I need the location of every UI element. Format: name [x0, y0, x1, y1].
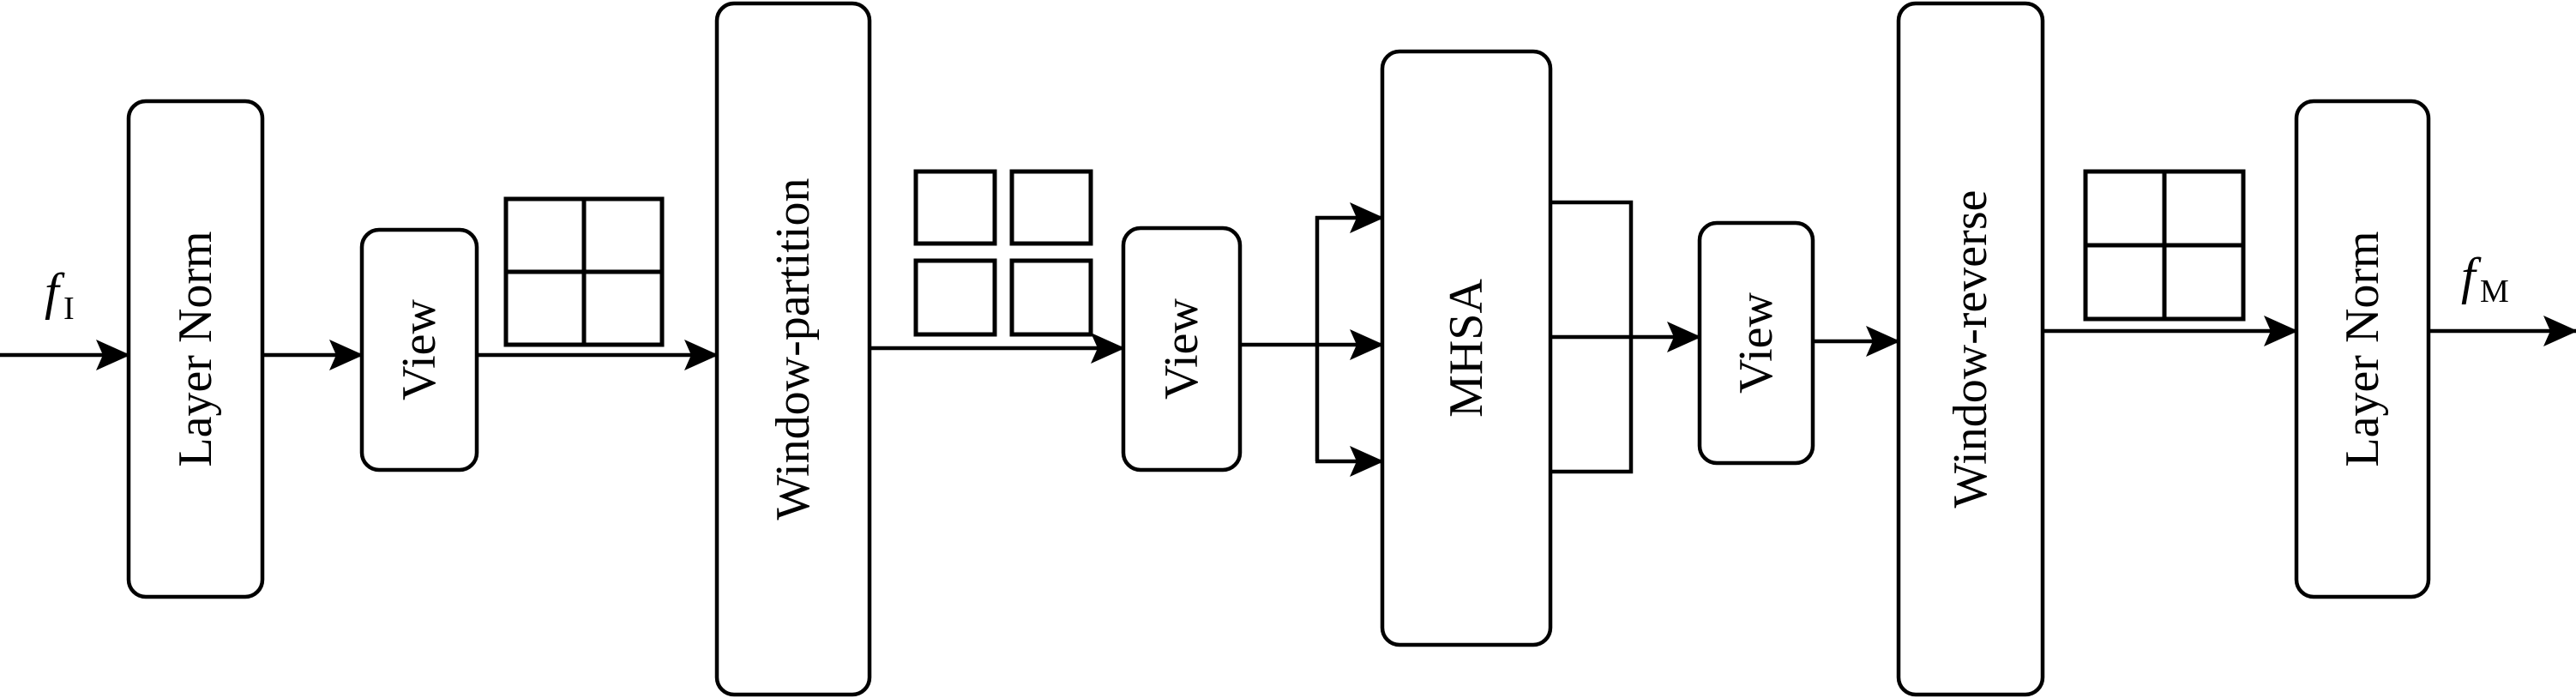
- merged-feature-map-grid: [2083, 169, 2246, 322]
- view-1-label: View: [393, 298, 446, 400]
- layer-norm-block-2: Layer Norm: [2294, 99, 2431, 599]
- input-feature-label: f I: [45, 263, 75, 327]
- window-partition-label: Window-partition: [767, 178, 820, 520]
- mhsa-block: MHSA: [1380, 49, 1553, 647]
- mhsa-label: MHSA: [1440, 279, 1493, 418]
- layer-norm-1-label: Layer Norm: [169, 231, 222, 466]
- output-feature-label: f M: [2461, 248, 2509, 310]
- svg-text:M: M: [2480, 274, 2509, 310]
- partitioned-windows-grid: [913, 169, 1093, 337]
- view-block-3: View: [1697, 220, 1815, 466]
- view-block-2: View: [1121, 226, 1243, 472]
- window-partition-block: Window-partition: [714, 1, 872, 697]
- view-3-label: View: [1730, 292, 1783, 393]
- svg-text:f: f: [45, 263, 65, 320]
- connection-arrows: [0, 200, 2576, 477]
- view-block-1: View: [359, 227, 479, 472]
- feature-map-grid-2x2: [503, 196, 665, 347]
- svg-text:I: I: [63, 291, 75, 327]
- svg-text:f: f: [2461, 248, 2482, 304]
- layer-norm-block-1: Layer Norm: [126, 99, 265, 599]
- window-reverse-label: Window-reverse: [1944, 190, 1997, 508]
- window-reverse-block: Window-reverse: [1896, 1, 2045, 697]
- view-2-label: View: [1155, 298, 1208, 399]
- layer-norm-2-label: Layer Norm: [2336, 231, 2389, 466]
